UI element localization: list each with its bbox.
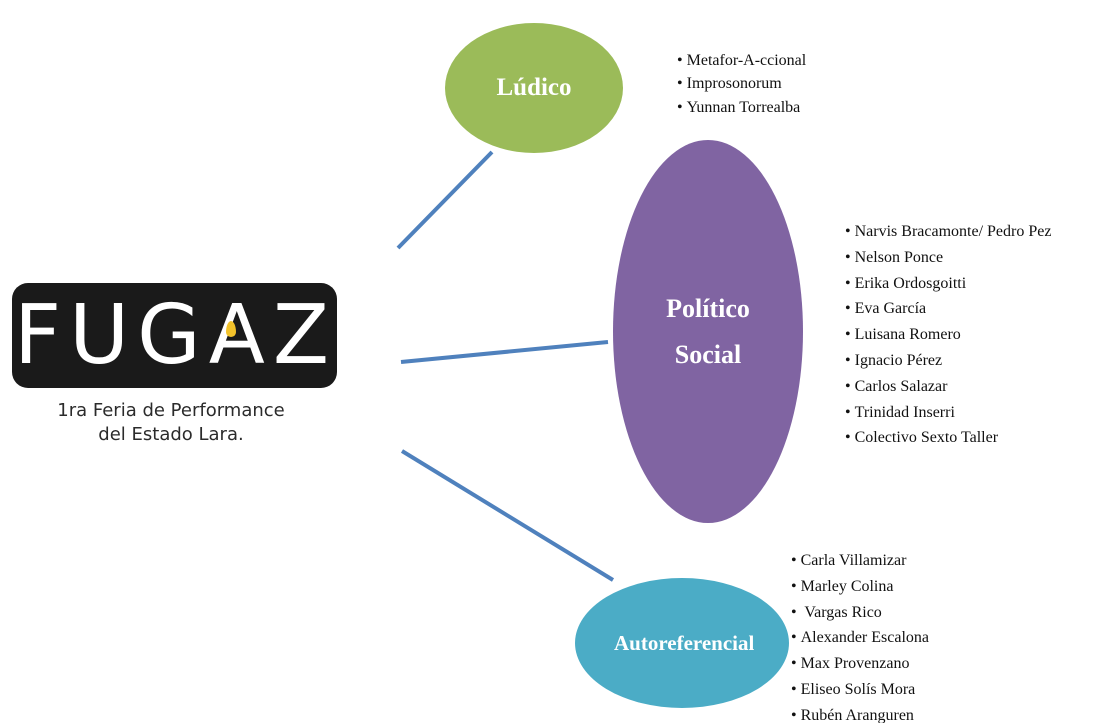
category-label-politico: Político <box>666 293 750 323</box>
list-item: Luisana Romero <box>845 322 1051 348</box>
list-item: Erika Ordosgoitti <box>845 271 1051 297</box>
category-node-politico-social: Político Social <box>613 140 803 523</box>
category-node-ludico: Lúdico <box>445 23 623 153</box>
list-item: Carlos Salazar <box>845 374 1051 400</box>
list-item: Vargas Rico <box>791 600 929 626</box>
logo-subtitle-line2: del Estado Lara. <box>98 424 244 445</box>
category-label-autoreferencial: Autoreferencial <box>614 630 755 655</box>
connector-ludico <box>396 150 494 250</box>
list-item: Narvis Bracamonte/ Pedro Pez <box>845 219 1052 245</box>
connector-politico-social <box>400 340 609 364</box>
list-item: Yunnan Torrealba <box>677 96 806 119</box>
list-item: Trinidad Inserri <box>845 400 1051 426</box>
list-item: Eliseo Solís Mora <box>791 677 929 703</box>
list-item: Improsonorum <box>677 72 806 95</box>
flame-icon <box>226 321 236 337</box>
list-item: Alexander Escalona <box>791 625 929 651</box>
list-item: Rubén Aranguren <box>791 703 929 723</box>
list-item: Colectivo Sexto Taller <box>845 425 1051 451</box>
connector-autoreferencial <box>400 449 615 582</box>
list-politico-social: Narvis Bracamonte/ Pedro Pez Nelson Ponc… <box>845 219 1052 451</box>
list-item: Nelson Ponce <box>845 245 1051 271</box>
category-label-ludico: Lúdico <box>496 74 572 101</box>
logo-badge <box>12 283 337 388</box>
list-item: Metafor-A-ccional <box>677 49 807 72</box>
category-node-autoreferencial: Autoreferencial <box>575 578 789 708</box>
list-item: Ignacio Pérez <box>845 348 1051 374</box>
logo-subtitle: 1ra Feria de Performance del Estado Lara… <box>12 399 330 447</box>
list-item: Max Provenzano <box>791 651 929 677</box>
list-item: Eva García <box>845 296 1051 322</box>
category-label-social: Social <box>674 339 742 369</box>
list-item: Carla Villamizar <box>791 548 929 574</box>
list-item: Marley Colina <box>791 574 929 600</box>
logo-wordmark: FUGAZ <box>14 288 337 383</box>
list-autoreferencial: Carla Villamizar Marley Colina Vargas Ri… <box>791 548 929 723</box>
logo-subtitle-line1: 1ra Feria de Performance <box>57 400 285 421</box>
list-ludico: Metafor-A-ccional Improsonorum Yunnan To… <box>677 49 807 119</box>
